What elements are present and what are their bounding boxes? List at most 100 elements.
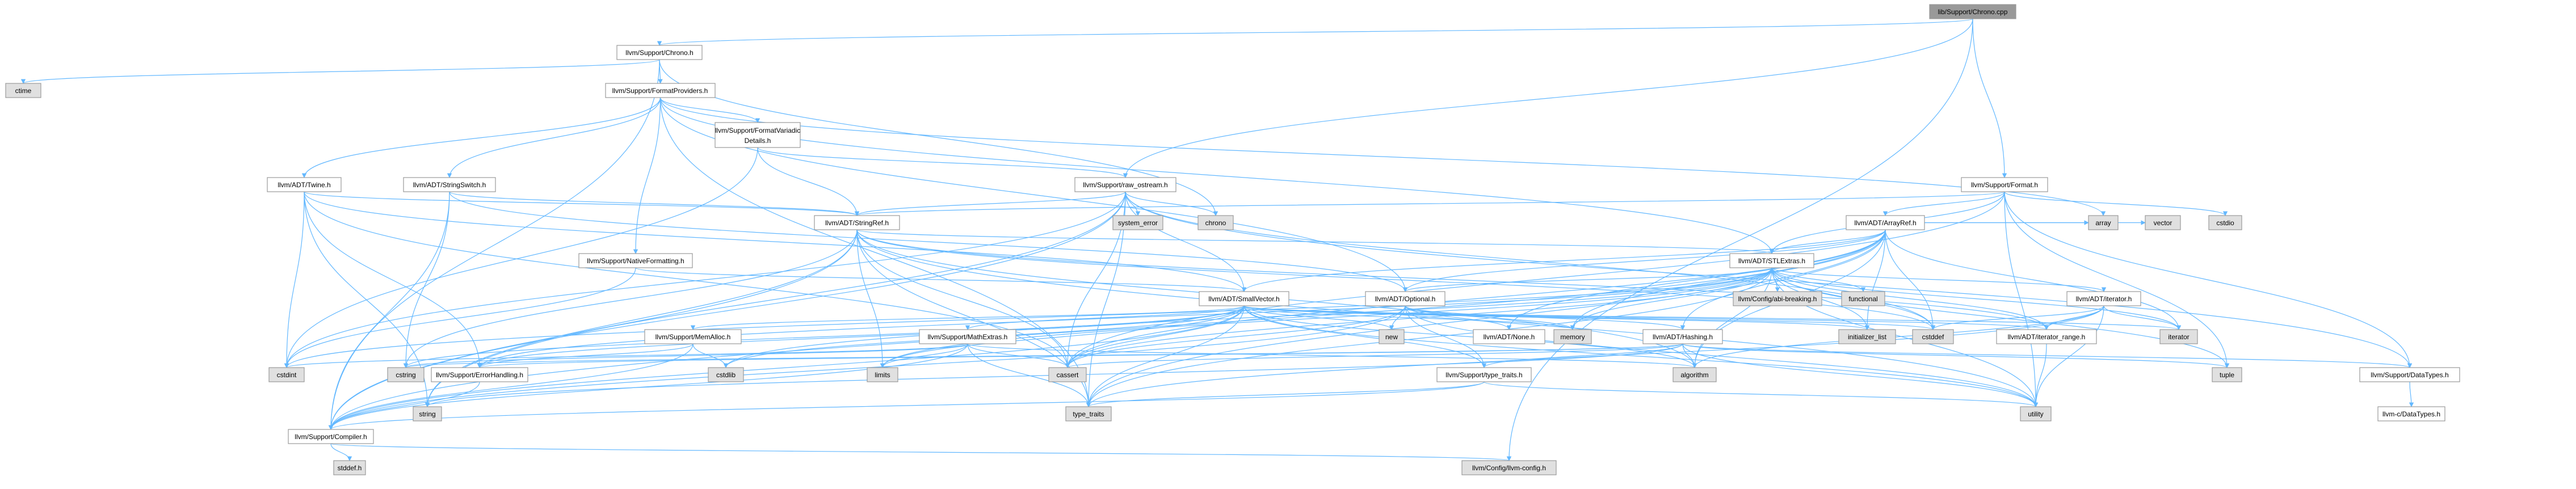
edge-small-vector-to-utility: [1243, 305, 2039, 407]
node-array[interactable]: array: [2088, 215, 2119, 230]
node-string[interactable]: string: [413, 406, 442, 421]
edge-hashing-to-cassert: [1065, 343, 1683, 368]
edge-twine-to-string-ref: [304, 191, 859, 216]
node-functional[interactable]: functional: [1841, 291, 1885, 306]
node-limits[interactable]: limits: [867, 367, 898, 382]
edge-string-ref-to-cassert: [856, 229, 1070, 368]
edge-small-vector-to-memory: [1243, 305, 1575, 330]
node-label: lib/Support/Chrono.cpp: [1938, 8, 2008, 16]
edge-format-h-to-data-types: [2004, 191, 2413, 368]
node-new[interactable]: new: [1379, 329, 1405, 344]
node-type-traits[interactable]: type_traits: [1065, 406, 1112, 421]
node-data-types[interactable]: llvm/Support/DataTypes.h: [2359, 367, 2460, 382]
node-format-providers[interactable]: llvm/Support/FormatProviders.h: [605, 83, 716, 98]
node-twine[interactable]: llvm/ADT/Twine.h: [267, 177, 342, 192]
edge-stl-extras-to-cstdlib: [723, 267, 1772, 368]
node-abi-breaking[interactable]: llvm/Config/abi-breaking.h: [1733, 291, 1822, 306]
node-label-line1: llvm/Support/FormatVariadic: [715, 127, 801, 134]
edge-format-h-to-string-ref: [855, 191, 2005, 216]
node-label: llvm/ADT/StringRef.h: [825, 219, 889, 227]
edge-twine-to-cassert: [304, 191, 1070, 368]
edge-stl-extras-to-optional: [1403, 267, 1772, 292]
node-array-ref[interactable]: llvm/ADT/ArrayRef.h: [1846, 215, 1925, 230]
node-none[interactable]: llvm/ADT/None.h: [1473, 329, 1545, 344]
node-label: functional: [1848, 295, 1877, 303]
node-string-ref[interactable]: llvm/ADT/StringRef.h: [814, 215, 900, 230]
node-tuple[interactable]: tuple: [2212, 367, 2242, 382]
node-format-h[interactable]: llvm/Support/Format.h: [1961, 177, 2048, 192]
node-label: llvm/Support/Compiler.h: [295, 433, 367, 441]
node-type-traits-h[interactable]: llvm/Support/type_traits.h: [1436, 367, 1532, 382]
node-label: limits: [875, 371, 890, 379]
edge-string-ref-to-cstring: [403, 229, 858, 368]
edge-raw-ostream-to-string-ref: [854, 191, 1126, 216]
node-iterator-range[interactable]: llvm/ADT/iterator_range.h: [1996, 329, 2097, 344]
node-label: cstddef: [1922, 333, 1944, 341]
edge-stl-extras-to-cstdint: [284, 267, 1772, 368]
node-raw-ostream[interactable]: llvm/Support/raw_ostream.h: [1074, 177, 1176, 192]
node-chrono-h[interactable]: llvm/Support/Chrono.h: [616, 45, 703, 60]
node-string-switch[interactable]: llvm/ADT/StringSwitch.h: [403, 177, 496, 192]
edge-math-extras-to-type-traits: [967, 343, 1091, 407]
edge-chrono-cpp-to-raw-ostream: [1123, 18, 1973, 178]
node-cstddef[interactable]: cstddef: [1912, 329, 1954, 344]
edge-array-ref-to-type-traits: [1086, 229, 1886, 407]
edge-format-variadic-details-to-cstdint: [284, 147, 758, 368]
edge-format-providers-to-twine: [301, 97, 661, 178]
node-label: type_traits: [1073, 410, 1104, 418]
node-optional[interactable]: llvm/ADT/Optional.h: [1365, 291, 1445, 306]
edge-small-vector-to-iterator: [1243, 305, 2181, 330]
edge-raw-ostream-to-cstdint: [284, 191, 1126, 368]
node-cstdint[interactable]: cstdint: [268, 367, 305, 382]
edge-string-ref-to-stl-extras: [856, 229, 1774, 254]
node-cassert[interactable]: cassert: [1048, 367, 1087, 382]
edge-iterator-range-to-utility: [2033, 343, 2047, 407]
edge-string-ref-to-utility: [856, 229, 2039, 407]
node-vector[interactable]: vector: [2145, 215, 2181, 230]
node-label: cstdlib: [716, 371, 736, 379]
edge-hashing-to-data-types: [1682, 343, 2412, 368]
node-math-extras[interactable]: llvm/Support/MathExtras.h: [919, 329, 1016, 344]
node-native-formatting[interactable]: llvm/Support/NativeFormatting.h: [578, 253, 693, 268]
dependency-edges: [21, 18, 2414, 461]
node-chrono-cpp[interactable]: lib/Support/Chrono.cpp: [1929, 4, 2016, 19]
node-cstring[interactable]: cstring: [387, 367, 425, 382]
node-c-data-types[interactable]: llvm-c/DataTypes.h: [2377, 406, 2445, 421]
node-algorithm[interactable]: algorithm: [1672, 367, 1717, 382]
edge-native-formatting-to-cstdint: [284, 267, 636, 368]
node-compiler[interactable]: llvm/Support/Compiler.h: [288, 429, 374, 444]
node-label: cstdint: [277, 371, 297, 379]
node-hashing[interactable]: llvm/ADT/Hashing.h: [1642, 329, 1723, 344]
node-cstdio-include[interactable]: cstdio: [2208, 215, 2242, 230]
node-initializer-list[interactable]: initializer_list: [1838, 329, 1896, 344]
node-llvm-config[interactable]: llvm/Config/llvm-config.h: [1461, 460, 1557, 475]
edge-array-ref-to-cstddef: [1885, 229, 1936, 330]
node-label: llvm/Support/MemAlloc.h: [655, 333, 731, 341]
node-stl-extras[interactable]: llvm/ADT/STLExtras.h: [1729, 253, 1814, 268]
node-label: llvm-c/DataTypes.h: [2382, 410, 2440, 418]
node-iterator-h[interactable]: llvm/ADT/iterator.h: [2066, 291, 2141, 306]
node-mem-alloc[interactable]: llvm/Support/MemAlloc.h: [644, 329, 742, 344]
node-stddef[interactable]: stddef.h: [333, 460, 366, 475]
node-label: llvm/Config/abi-breaking.h: [1738, 295, 1817, 303]
node-error-handling-visible[interactable]: llvm/Support/ErrorHandling.h: [431, 367, 528, 382]
node-chrono[interactable]: chrono: [1197, 215, 1234, 230]
node-label: llvm/ADT/STLExtras.h: [1738, 257, 1805, 265]
node-ctime[interactable]: ctime: [5, 83, 41, 98]
node-memory[interactable]: memory: [1553, 329, 1592, 344]
node-system-error[interactable]: system_error: [1112, 215, 1163, 230]
node-label: llvm/Support/FormatProviders.h: [612, 87, 708, 95]
edge-optional-to-type-traits-h: [1405, 305, 1487, 368]
edge-array-ref-to-iterator: [1885, 229, 2182, 330]
node-small-vector[interactable]: llvm/ADT/SmallVector.h: [1199, 291, 1289, 306]
node-iterator[interactable]: iterator: [2159, 329, 2198, 344]
edge-optional-to-none: [1405, 305, 1512, 330]
node-format-variadic-details[interactable]: llvm/Support/FormatVariadic Details.h: [715, 122, 801, 148]
node-label: llvm/ADT/Twine.h: [278, 181, 330, 189]
edge-hashing-to-type-traits-h: [1481, 343, 1683, 368]
node-utility[interactable]: utility: [2020, 406, 2052, 421]
node-label: llvm/Support/Chrono.h: [625, 49, 693, 57]
edge-array-ref-to-optional: [1402, 229, 1886, 292]
node-cstdlib[interactable]: cstdlib: [708, 367, 744, 382]
